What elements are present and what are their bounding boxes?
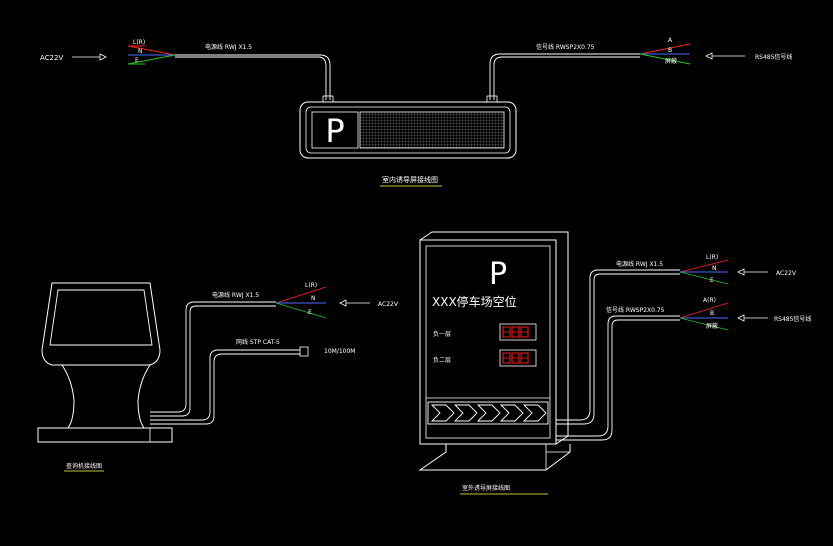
query-kiosk-group: 查询机接线图 电源线 RWJ X1.5 网线 STP CAT-5 10M/100…: [37, 282, 399, 472]
outdoor-signal-cable: [556, 315, 680, 437]
top-signal-cable-inner: [493, 56, 640, 100]
kiosk-head: [41, 282, 161, 366]
top-signal-label: RS485信号线: [755, 53, 792, 61]
kiosk-base: [37, 427, 173, 443]
top-right-wire-bundle: A B 屏蔽: [639, 37, 691, 65]
outdoor-power-cable-label: 电源线 RWJ X1.5: [616, 260, 663, 268]
outdoor-signal-cable-label: 信号线 RWSP2X0.75: [606, 306, 665, 314]
outdoor-signal-label: RS485信号线: [774, 315, 811, 323]
top-power-cable: [175, 54, 331, 100]
indoor-screen-p-letter: P: [325, 112, 344, 150]
outdoor-floor2-led: [499, 349, 537, 367]
outdoor-signal-wire-a: A(R): [703, 297, 716, 304]
top-power-connector: [322, 95, 334, 103]
outdoor-power-cable: [556, 269, 680, 421]
top-signal-cable-label: 信号线 RWSP2X0.75: [536, 43, 595, 51]
indoor-screen-led-matrix: [359, 111, 505, 149]
top-signal-connector: [486, 95, 498, 103]
query-net-label: 10M/100M: [324, 348, 355, 355]
outdoor-signal-wire-bundle: A(R) B 屏蔽: [679, 297, 729, 331]
indoor-caption: 室内诱导屏接线图: [382, 175, 438, 184]
indoor-screen-frame: [299, 101, 517, 159]
outdoor-signal-wire-shield: 屏蔽: [706, 322, 718, 330]
outdoor-power-wire-n: N: [712, 265, 717, 272]
outdoor-caption: 室外诱导屏接线图: [462, 484, 510, 492]
outdoor-power-wire-bundle: L(R) N E: [679, 254, 729, 285]
top-power-cable-inner: [175, 56, 327, 100]
outdoor-p-letter: P: [489, 257, 507, 292]
outdoor-power-wire-e: E: [710, 277, 714, 284]
query-net-cable-label: 网线 STP CAT-5: [236, 338, 280, 346]
kiosk-power-cable: [150, 301, 276, 413]
query-power-cable-label: 电源线 RWJ X1.5: [212, 291, 259, 299]
outdoor-base: [418, 444, 571, 471]
top-wire-label-l: L(R): [133, 39, 145, 46]
indoor-screen-p-box: [311, 111, 359, 149]
query-input-arrow: [339, 299, 370, 307]
indoor-screen-inner-frame: [305, 106, 511, 154]
outdoor-floor1-led: [499, 323, 537, 341]
top-input-arrow: [72, 53, 107, 61]
top-signal-arrow: [705, 52, 745, 60]
query-input-label: AC22V: [378, 301, 399, 308]
query-wire-bundle: L(R) N E: [275, 282, 327, 319]
top-left-wire-bundle: L(R) N E: [127, 39, 176, 65]
query-caption: 查询机接线图: [66, 462, 102, 470]
kiosk-screen: [49, 289, 153, 346]
query-wire-l: L(R): [305, 282, 317, 289]
outdoor-box-depth: [419, 231, 569, 445]
indoor-guide-screen-group: AC22V L(R) N E 电源线 RWJ X1.5 A B 屏蔽: [40, 37, 792, 187]
top-power-cable-label: 电源线 RWJ X1.5: [205, 43, 252, 51]
outdoor-signal-wire-b: B: [710, 310, 714, 317]
outdoor-box-front: [419, 239, 557, 445]
top-signal-wire-b: B: [668, 47, 672, 54]
outdoor-title: XXX停车场空位: [432, 294, 517, 309]
outdoor-signal-arrow: [737, 314, 768, 322]
outdoor-power-arrow: [737, 268, 768, 276]
kiosk-network-cable: [150, 349, 300, 421]
kiosk-rj45-plug: [299, 346, 309, 357]
kiosk-pedestal: [61, 364, 151, 429]
top-wire-label-e: E: [135, 57, 139, 64]
top-wire-label-n: N: [138, 48, 143, 55]
outdoor-guide-screen-group: P XXX停车场空位 负一层 负二层: [418, 231, 811, 495]
top-signal-wire-shield: 屏蔽: [665, 57, 677, 65]
outdoor-floor2-label: 负二层: [433, 356, 451, 364]
top-input-label: AC22V: [40, 54, 63, 62]
top-signal-wire-a: A: [668, 37, 673, 44]
outdoor-power-wire-l: L(R): [706, 254, 718, 261]
query-wire-n: N: [311, 295, 316, 302]
outdoor-input-label: AC22V: [776, 270, 797, 277]
outdoor-direction-chevrons: [427, 401, 549, 425]
top-signal-cable: [489, 53, 640, 100]
outdoor-floor1-label: 负一层: [433, 330, 451, 338]
query-wire-e: E: [308, 309, 312, 316]
outdoor-box-inner: [425, 245, 551, 439]
